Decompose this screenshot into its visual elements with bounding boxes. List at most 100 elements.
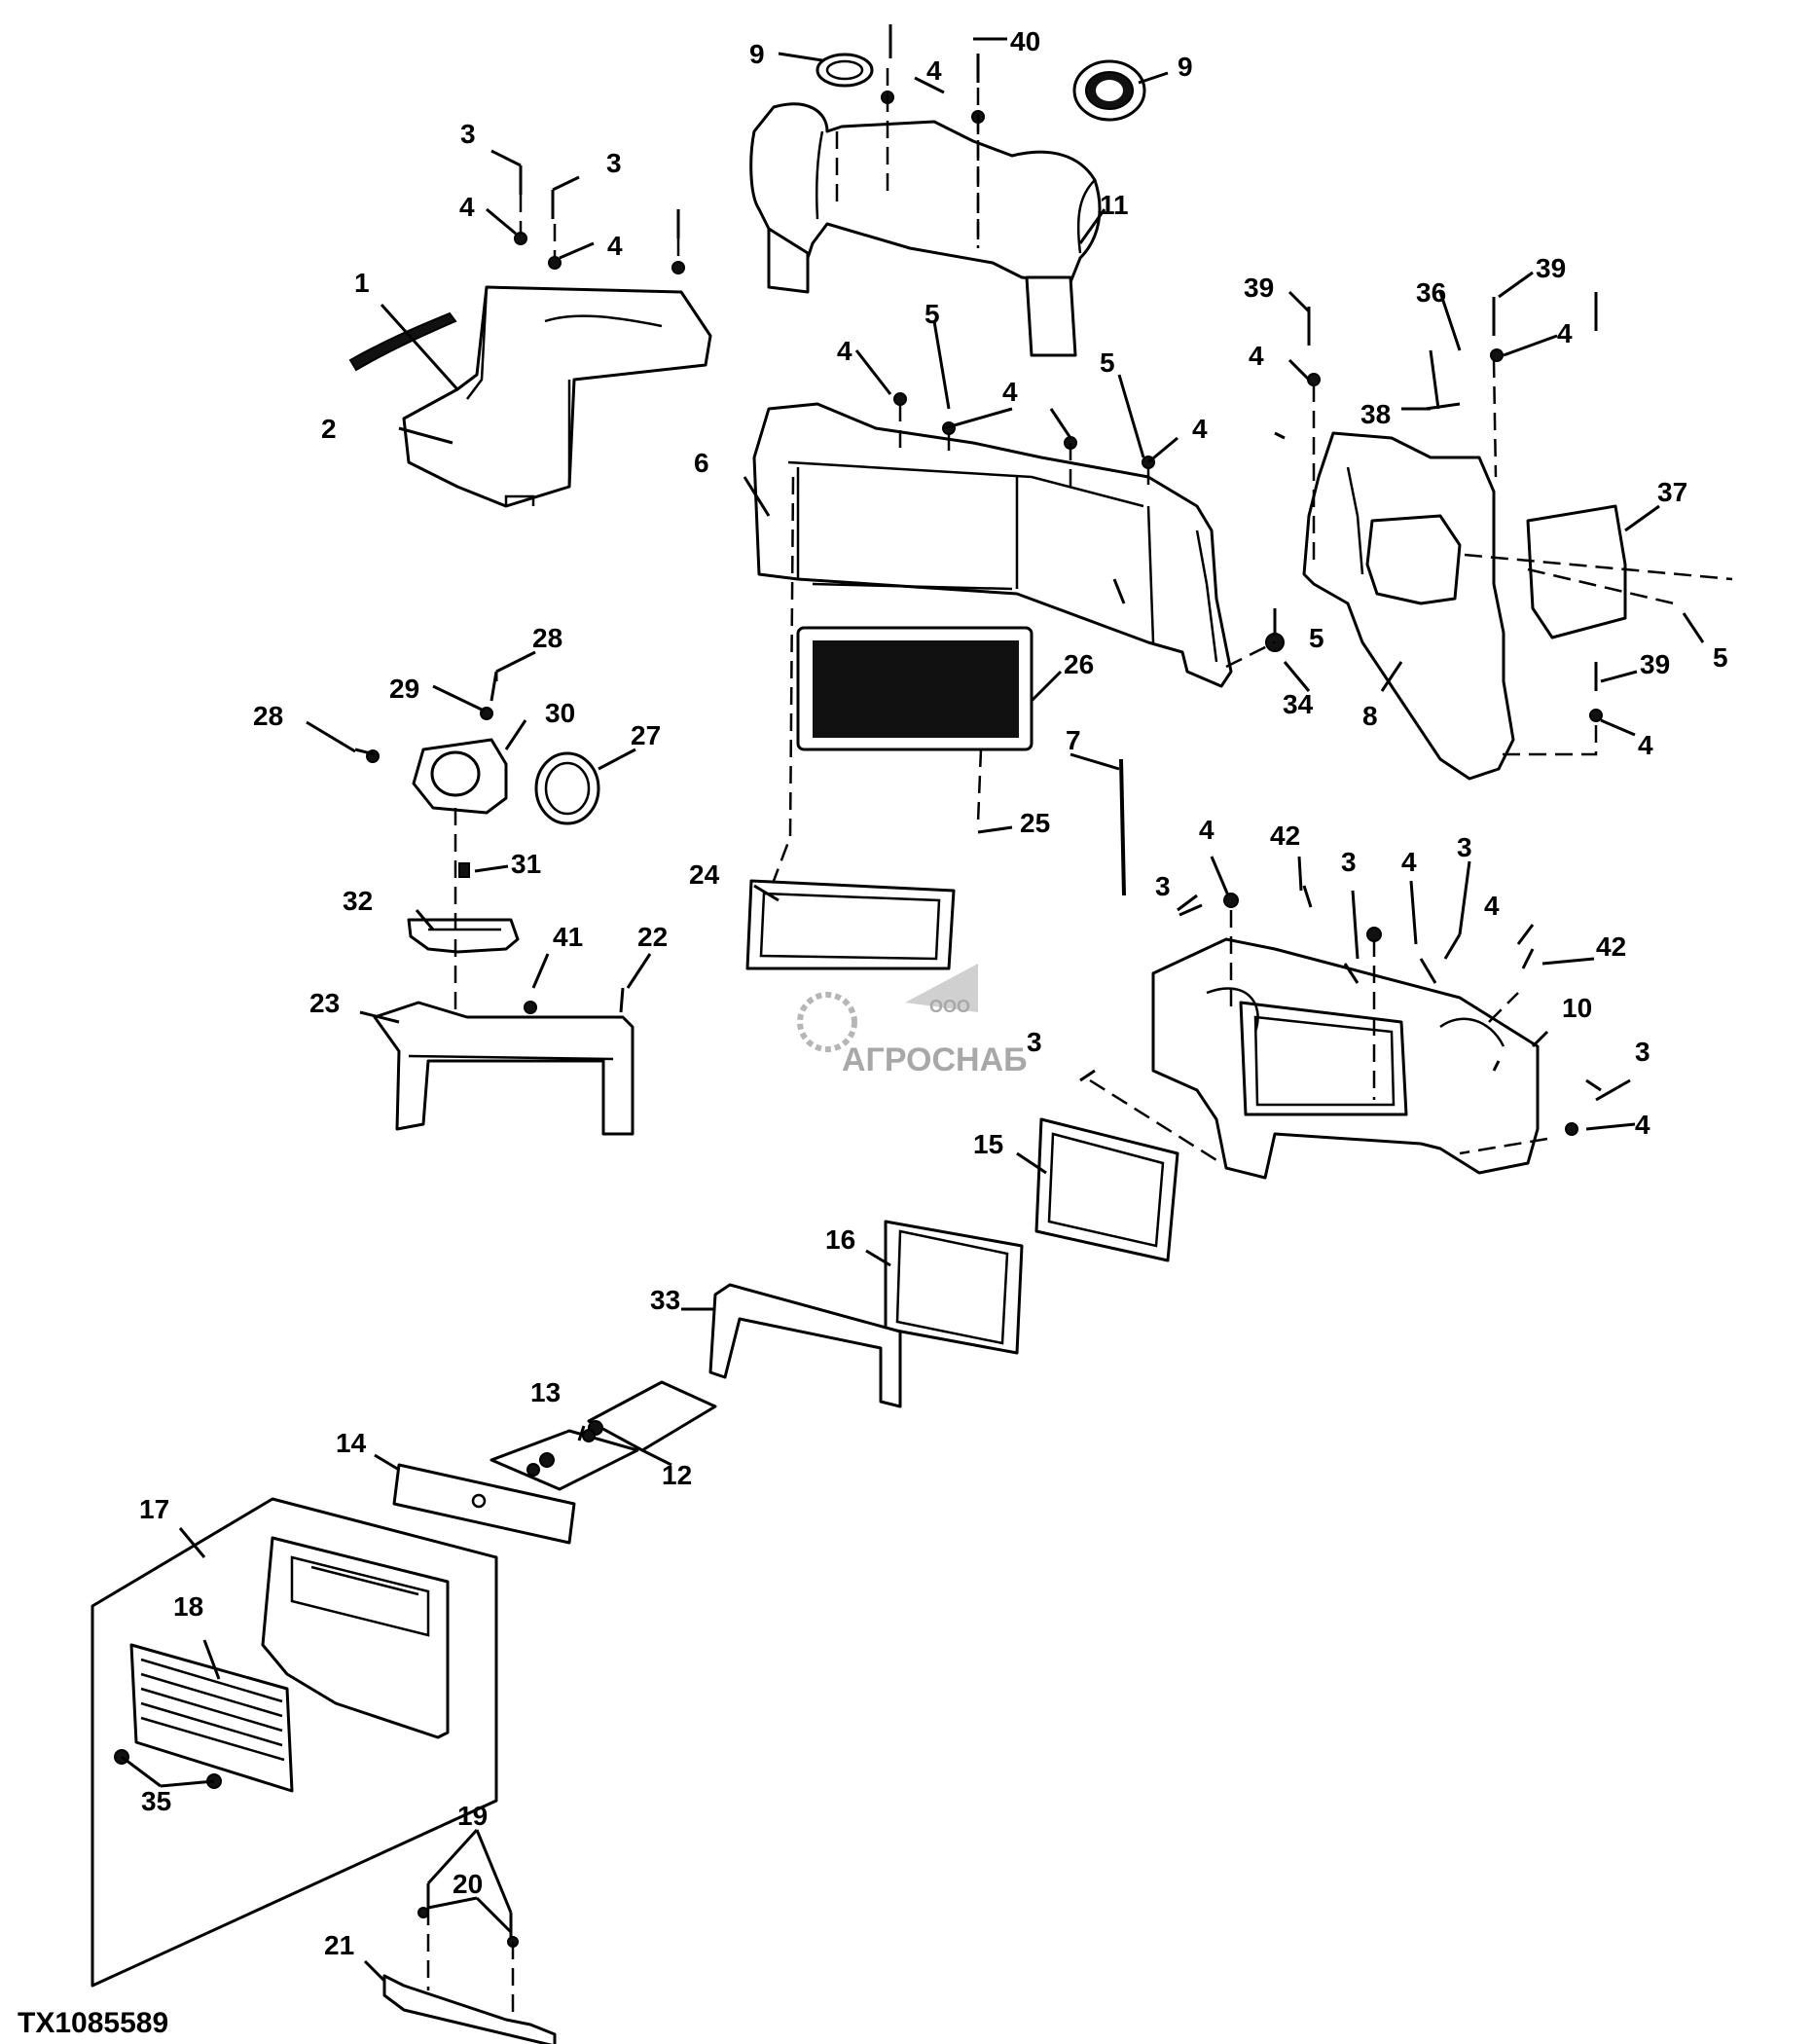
callout-5d: 5: [1309, 623, 1324, 653]
callout-4h: 4: [1249, 341, 1264, 371]
callout-9b: 9: [1178, 52, 1193, 82]
callout-3e: 3: [1457, 832, 1472, 862]
callout-35: 35: [141, 1786, 171, 1816]
callout-labels: 1 2 3 3 4 4 9 40 4 9 11 5 4 4 5 4 6 39 3…: [139, 26, 1728, 1960]
callout-42: 42: [1270, 821, 1300, 851]
fasteners: [114, 24, 1603, 1948]
callout-16: 16: [825, 1224, 855, 1255]
callout-36: 36: [1416, 277, 1446, 308]
callout-15: 15: [973, 1129, 1003, 1159]
callout-37: 37: [1657, 477, 1687, 507]
callout-11: 11: [1100, 190, 1129, 220]
part-6-upper-housing: [752, 402, 1233, 688]
part-23-base-frame: [373, 1001, 635, 1136]
callout-22: 22: [637, 922, 668, 952]
callout-30: 30: [545, 698, 575, 728]
callout-5: 5: [925, 299, 940, 329]
callout-42b: 42: [1596, 931, 1626, 962]
callout-1: 1: [354, 268, 370, 298]
part-16-core: [884, 1220, 1024, 1355]
part-37-panel: [1526, 504, 1627, 639]
callout-12: 12: [662, 1460, 692, 1490]
callout-3b: 3: [606, 148, 622, 178]
callout-27: 27: [631, 720, 661, 750]
callout-31: 31: [511, 849, 541, 879]
callout-4j: 4: [1199, 815, 1215, 845]
callout-3d: 3: [1341, 847, 1357, 877]
callout-19: 19: [457, 1801, 488, 1831]
callout-3: 3: [460, 119, 476, 149]
callout-10: 10: [1562, 993, 1592, 1023]
callout-39c: 39: [1640, 649, 1670, 679]
callout-39: 39: [1244, 273, 1274, 303]
callout-24: 24: [689, 859, 720, 890]
part-30-blower-fitting: [412, 738, 508, 815]
part-33-channel: [708, 1283, 902, 1408]
callout-7: 7: [1066, 725, 1081, 755]
part-9-cap-right: [1072, 59, 1146, 122]
callout-13: 13: [530, 1377, 561, 1407]
callout-32: 32: [343, 886, 373, 916]
part-15-frame: [1034, 1117, 1179, 1262]
callout-6: 6: [694, 448, 709, 478]
part-12-board: [490, 1380, 717, 1491]
callout-38: 38: [1360, 399, 1391, 429]
callout-4d: 4: [837, 336, 852, 366]
callout-25: 25: [1020, 808, 1050, 838]
watermark-small: ООО: [929, 997, 970, 1016]
part-14-strip: [392, 1463, 576, 1545]
leader-lines: [121, 37, 1705, 1983]
figure-id: TX1085589: [18, 2007, 168, 2039]
assembly-lines: [426, 68, 1733, 2020]
watermark: ООО АГРОСНАБ: [797, 964, 1028, 1078]
callout-29: 29: [389, 674, 419, 704]
callout-28: 28: [532, 623, 562, 653]
callout-5b: 5: [1100, 347, 1115, 378]
callout-4e: 4: [1002, 377, 1018, 407]
part-18-grille: [129, 1643, 294, 1793]
callout-4c: 4: [926, 55, 942, 86]
callout-4l: 4: [1484, 891, 1500, 921]
part-26-filter: [796, 626, 1033, 751]
part-27-ring: [534, 751, 600, 825]
callout-26: 26: [1064, 649, 1094, 679]
callout-2: 2: [321, 414, 337, 444]
callout-4g: 4: [1557, 318, 1573, 348]
callout-4m: 4: [1635, 1110, 1650, 1140]
part-1-strap: [348, 311, 457, 372]
callout-4: 4: [459, 192, 475, 222]
part-32-bracket: [407, 918, 520, 954]
callout-4f: 4: [1192, 414, 1208, 444]
part-11-top-duct: [749, 102, 1102, 357]
part-8-side-housing: [1302, 431, 1515, 781]
callout-40: 40: [1010, 26, 1040, 56]
callout-33: 33: [650, 1285, 680, 1315]
callout-39b: 39: [1536, 253, 1566, 283]
callout-28b: 28: [253, 701, 283, 731]
callout-8: 8: [1362, 701, 1378, 731]
callout-34: 34: [1283, 689, 1314, 719]
callout-3c: 3: [1155, 871, 1171, 901]
watermark-large: АГРОСНАБ: [842, 1041, 1028, 1078]
part-7-rod: [1119, 758, 1126, 896]
callout-3f: 3: [1027, 1027, 1042, 1057]
callout-3g: 3: [1635, 1037, 1650, 1067]
callout-23: 23: [309, 988, 340, 1018]
callout-4i: 4: [1638, 730, 1653, 760]
part-24-gasket: [745, 879, 956, 970]
part-21-bracket-plate: [382, 1974, 557, 2044]
callout-18: 18: [173, 1591, 203, 1622]
callout-5c: 5: [1713, 642, 1728, 673]
part-10-lower-housing: [1151, 937, 1540, 1180]
callout-21: 21: [324, 1930, 354, 1960]
part-9-cap-left: [816, 53, 874, 88]
callout-4k: 4: [1401, 847, 1417, 877]
callout-14: 14: [336, 1428, 367, 1458]
callout-17: 17: [139, 1494, 169, 1524]
callout-20: 20: [453, 1869, 483, 1899]
callout-9: 9: [749, 39, 765, 69]
callout-41: 41: [553, 922, 583, 952]
part-17-bezel-group: [91, 1497, 498, 1988]
callout-4b: 4: [607, 231, 623, 261]
